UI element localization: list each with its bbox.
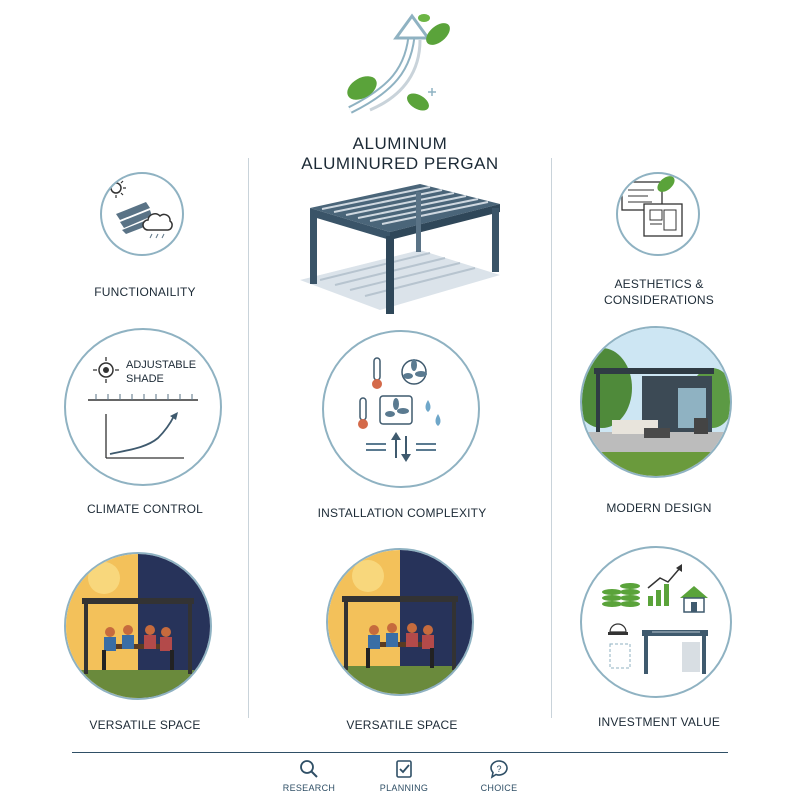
functionality-icon-circle [100, 172, 184, 256]
investment-growth-icon [602, 564, 708, 674]
checklist-icon [396, 760, 412, 778]
modern-design-circle [580, 326, 732, 478]
adjustable-shade-text-2: SHADE [126, 373, 164, 385]
search-icon [300, 760, 318, 778]
thermometer-icon [372, 357, 382, 389]
versatile-space-left-circle [64, 552, 212, 700]
label-versatile-space-left: VERSATILE SPACE [89, 718, 201, 732]
label-modern-design: MODERN DESIGN [606, 501, 712, 515]
aesthetics-icon-circle [616, 172, 700, 256]
versatile-space-center-circle [326, 548, 474, 696]
label-installation-complexity: INSTALLATION COMPLEXITY [317, 506, 487, 520]
footer-divider [72, 752, 728, 753]
label-functionality: FUNCTIONAILITY [94, 285, 196, 299]
investment-value-circle [580, 546, 732, 698]
nav-research[interactable]: RESEARCH [264, 758, 354, 793]
question-bubble-icon: ? [490, 760, 508, 779]
day-night-gathering-illustration [328, 550, 472, 694]
growth-arrow-leaves-icon [347, 13, 450, 114]
climate-controls-icon [358, 357, 441, 462]
blueprint-leaf-icon [621, 176, 683, 237]
label-aesthetics: AESTHETICS & CONSIDERATIONS [574, 276, 744, 308]
nav-choice[interactable]: ? CHOICE [454, 758, 544, 793]
pergola-illustration [300, 184, 500, 314]
shade-chart-icon: ADJUSTABLE SHADE [88, 357, 198, 459]
nav-choice-label: CHOICE [480, 783, 518, 793]
installation-icon-circle [322, 330, 480, 488]
modern-patio-illustration [582, 328, 730, 476]
adjustable-shade-text-1: ADJUSTABLE [126, 359, 196, 371]
nav-planning-label: PLANNING [379, 783, 429, 793]
day-night-gathering-illustration [66, 554, 210, 698]
label-investment-value: INVESTMENT VALUE [597, 715, 721, 729]
title-line-1: ALUMINUM [352, 134, 448, 153]
nav-research-label: RESEARCH [282, 783, 336, 793]
nav-planning[interactable]: PLANNING [359, 758, 449, 793]
label-aesthetics-line2: CONSIDERATIONS [604, 293, 714, 307]
divider-right [551, 158, 552, 718]
label-versatile-space-center: VERSATILE SPACE [346, 718, 458, 732]
label-climate-control: CLIMATE CONTROL [86, 502, 204, 516]
svg-text:?: ? [496, 764, 501, 774]
page-title: ALUMINUM ALUMINURED PERGAN [250, 134, 550, 174]
climate-control-icon-circle: ADJUSTABLE SHADE [64, 328, 222, 486]
divider-left [248, 158, 249, 718]
label-aesthetics-line1: AESTHETICS & [614, 277, 704, 291]
title-line-2: ALUMINURED PERGAN [301, 154, 499, 173]
sun-blinds-cloud-icon [106, 178, 173, 239]
